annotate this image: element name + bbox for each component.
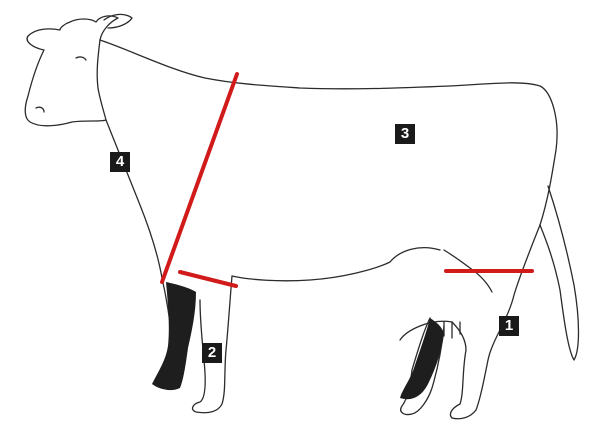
cow-udder-outline [400,250,492,340]
cow-tail-outline [540,186,579,360]
cow-chest-outline [106,120,162,278]
cow-head-outline [25,16,118,126]
cow-outline [25,14,578,418]
cow-hind-leg-outline [450,225,540,419]
marker-3: 3 [395,124,415,144]
rear-hoof-fill [400,318,444,399]
marker-4: 4 [110,152,130,172]
measurement-lines [162,74,532,286]
cow-back-outline [100,40,557,225]
marker-2: 2 [202,343,222,363]
front-leg-line [180,272,236,286]
cow-teats-outline [444,322,460,338]
marker-1: 1 [499,316,519,336]
cow-eye [76,57,86,60]
heart-girth-line [162,74,237,282]
cow-nostril [36,107,44,112]
cow-belly-outline [232,248,440,281]
front-hoof-fill [152,282,196,390]
